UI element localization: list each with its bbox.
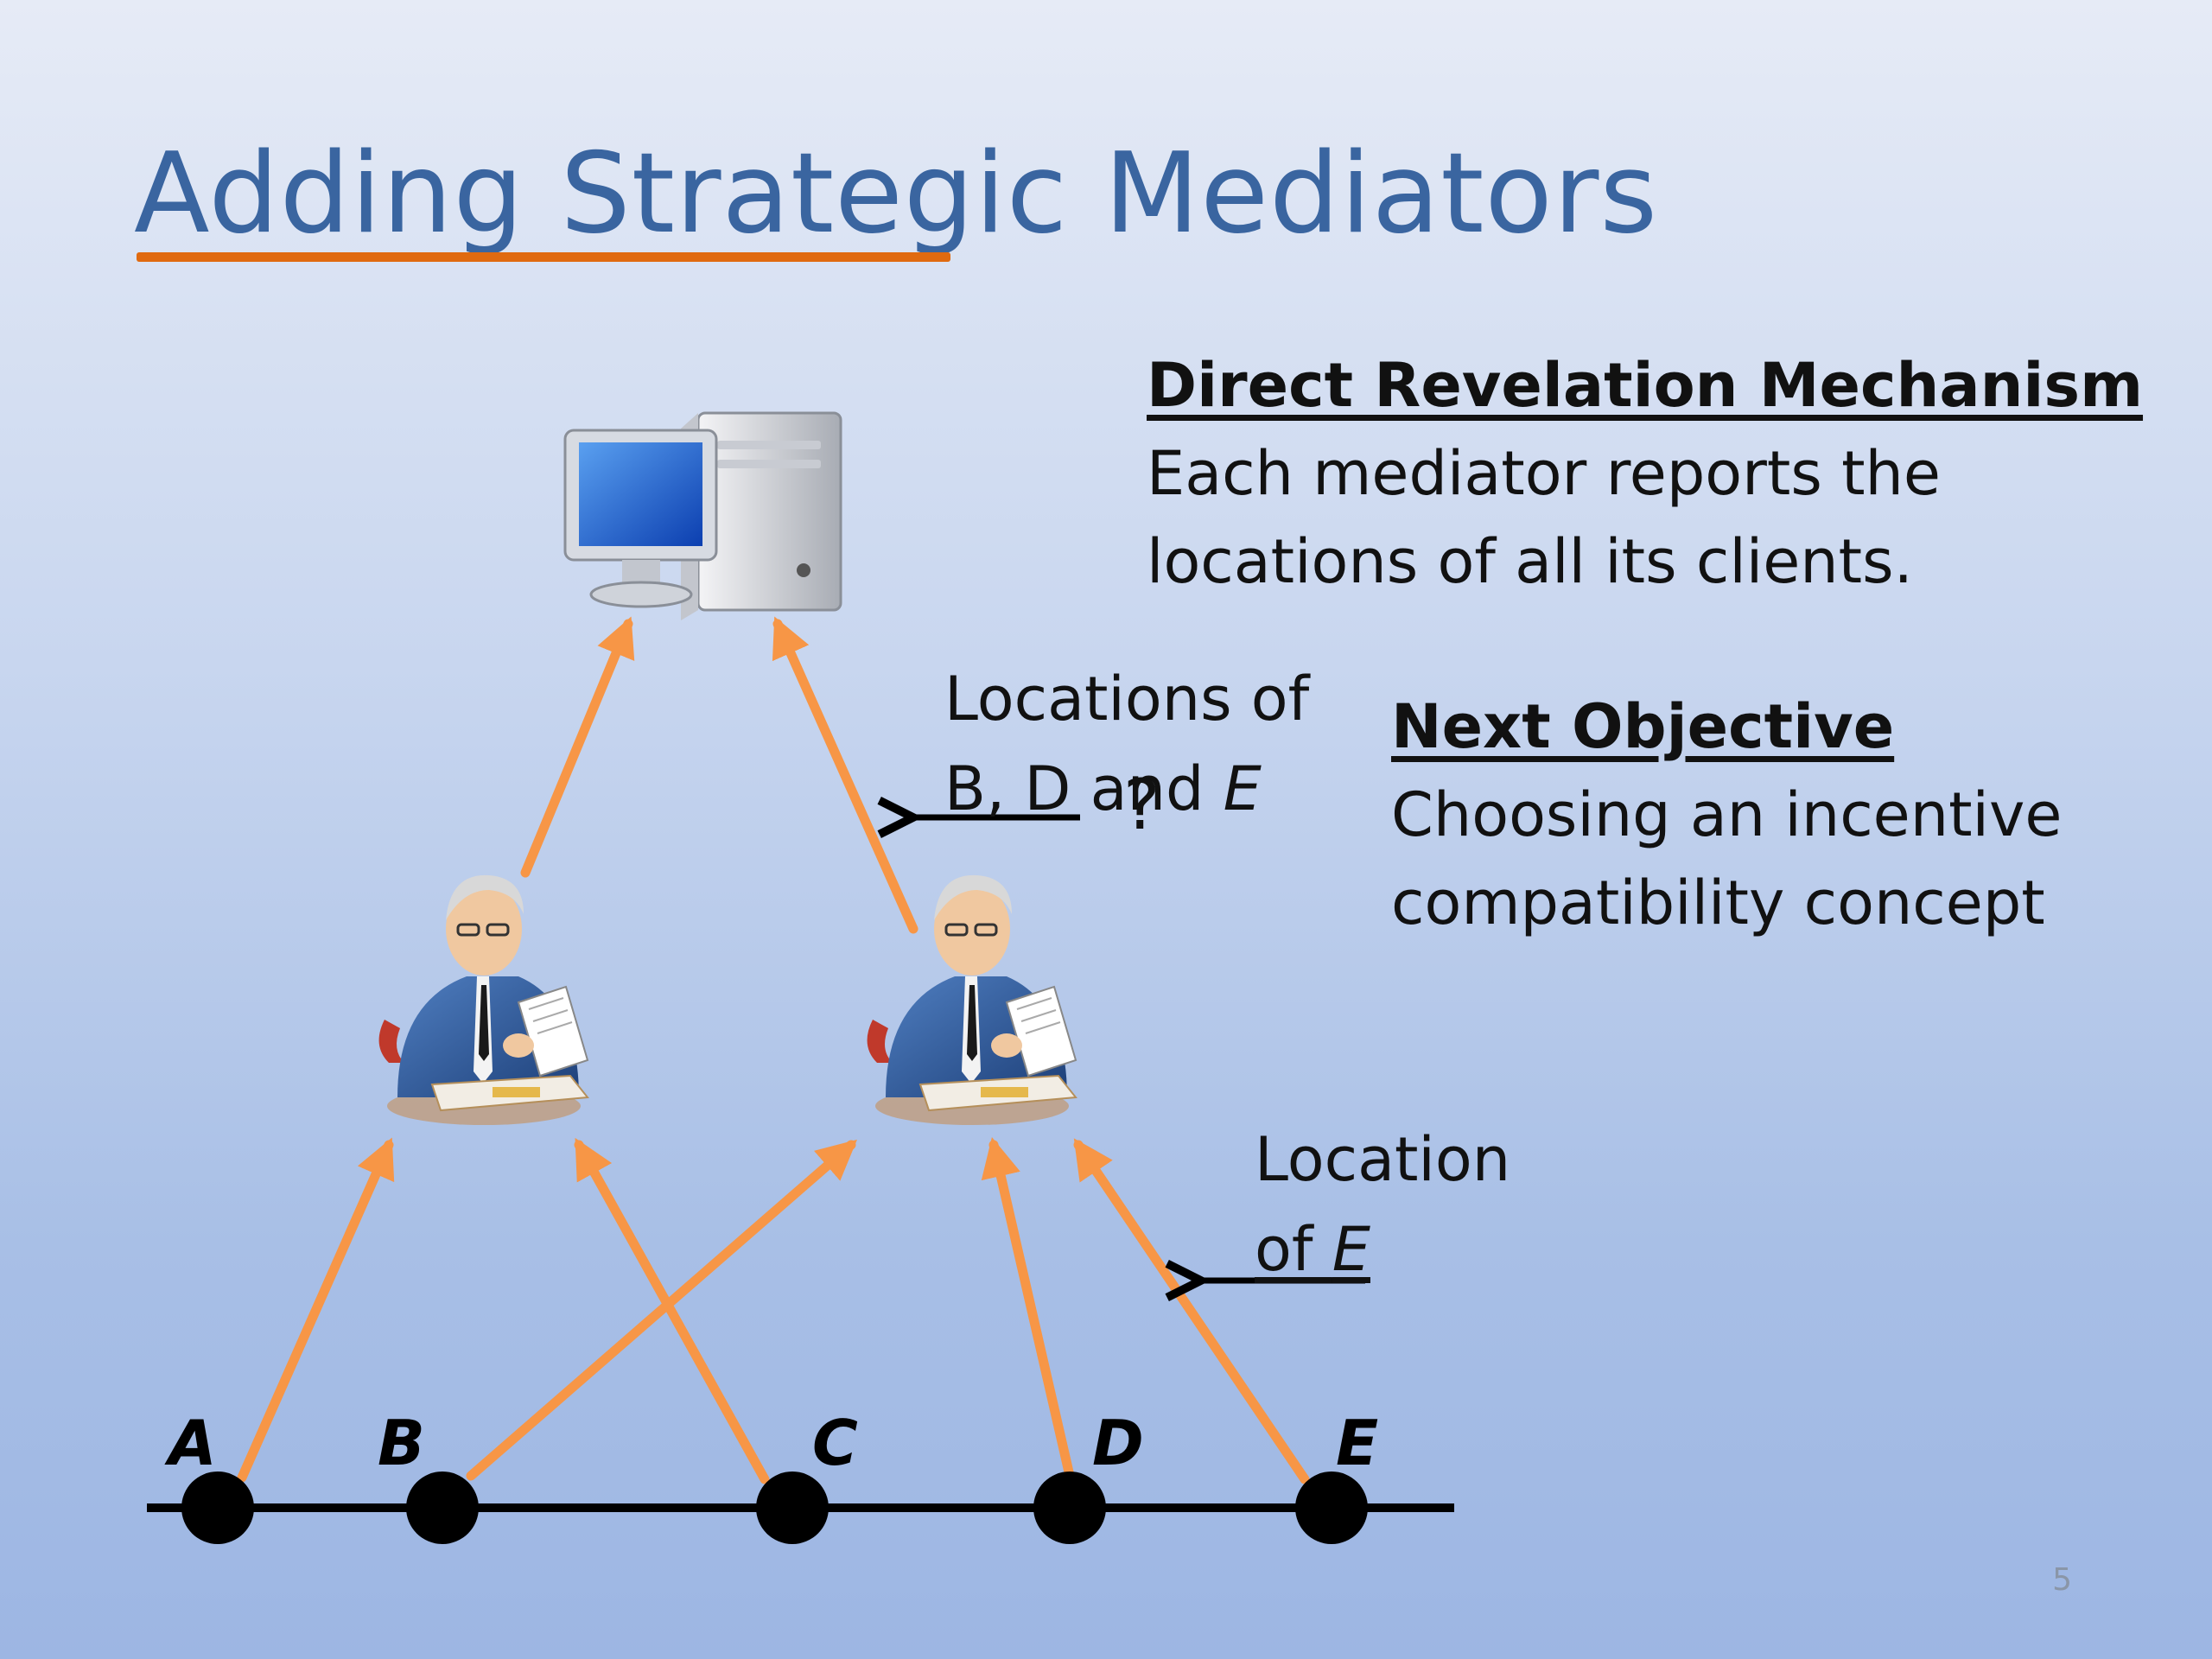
point-c (756, 1471, 829, 1544)
next-objective-block: Next Objective Choosing an incentive com… (1391, 683, 2063, 947)
point-a (181, 1471, 254, 1544)
drm-line-2: locations of all its clients. (1147, 526, 1913, 597)
arrow-d-to-right-mediator (981, 1136, 1075, 1481)
arrow-c-to-left-mediator (574, 1137, 770, 1484)
label-locations-line-2: B, D and (944, 753, 1224, 824)
point-label-c: C (812, 1407, 858, 1479)
page-number: 5 (2052, 1562, 2072, 1598)
label-locations: Locations of B, D and E (944, 654, 1309, 834)
point-e (1295, 1471, 1368, 1544)
title-underline (137, 252, 950, 262)
point-label-a: A (168, 1407, 217, 1479)
label-location-e-line-1: Location (1255, 1124, 1511, 1195)
drm-block: Direct Revelation Mechanism Each mediato… (1147, 341, 2143, 606)
point-label-d: D (1092, 1407, 1144, 1479)
drm-line-1: Each mediator reports the (1147, 438, 1941, 509)
arrow-e-to-right-mediator (1073, 1138, 1310, 1484)
point-label-b: B (378, 1407, 425, 1479)
next-objective-heading: Next Objective (1391, 691, 1895, 762)
label-location-e-var: E (1332, 1214, 1370, 1285)
drm-heading: Direct Revelation Mechanism (1147, 350, 2144, 421)
arrow-right-mediator-to-computer (772, 616, 918, 934)
label-location-e: Location of E (1255, 1115, 1510, 1294)
arrow-b-to-right-mediator (466, 1139, 857, 1481)
question-mark: ? (1123, 765, 1160, 845)
computer-icon (563, 411, 842, 620)
arrow-left-mediator-to-computer (520, 616, 635, 878)
next-objective-line-1: Choosing an incentive (1391, 779, 2063, 850)
label-locations-var-e: E (1223, 753, 1262, 824)
label-location-e-line-2: of (1255, 1214, 1332, 1285)
mediator-icon-right (866, 874, 1077, 1127)
next-objective-line-2: compatibility concept (1391, 868, 2045, 938)
point-b (406, 1471, 479, 1544)
slide-title: Adding Strategic Mediators (134, 130, 1658, 258)
mediator-icon-left (378, 874, 589, 1127)
point-label-e: E (1336, 1407, 1379, 1479)
arrow-a-to-left-mediator (237, 1137, 395, 1483)
point-d (1033, 1471, 1106, 1544)
label-locations-line-1: Locations of (944, 664, 1310, 734)
